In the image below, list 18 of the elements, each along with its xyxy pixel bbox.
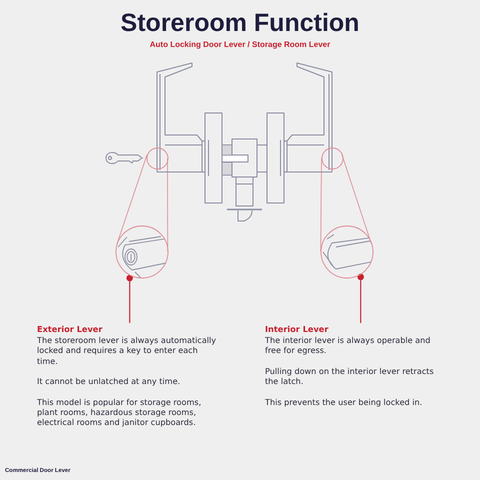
magnifier-line — [342, 154, 372, 244]
leader-line — [126, 274, 133, 323]
subtitle: Auto Locking Door Lever / Storage Room Lever — [150, 40, 330, 50]
paragraph: The interior lever is always operable and free for egress. — [265, 335, 432, 356]
magnifier-line — [116, 154, 148, 244]
title: Storeroom Function — [120, 9, 360, 37]
paragraph: The storeroom lever is always automatically locked and requires a key to enter each time. — [37, 335, 218, 366]
magnified-lever-detail — [320, 225, 374, 279]
section-heading: Interior Lever — [265, 324, 328, 335]
leader-line — [357, 274, 364, 323]
paragraph: Pulling down on the interior lever retracts the latch. — [265, 366, 435, 386]
paragraph: This prevents the user being locked in. — [265, 396, 422, 408]
paragraph: This model is popular for storage rooms, plant rooms, hazardous storage rooms, electrical rooms and janitor cupboards. — [37, 396, 202, 428]
highlight-circle — [146, 146, 168, 170]
magnified-lever-detail — [114, 225, 169, 279]
section-heading: Exterior Lever — [37, 324, 102, 335]
highlight-circle — [320, 146, 344, 170]
paragraph: It cannot be unlatched at any time. — [37, 376, 180, 386]
